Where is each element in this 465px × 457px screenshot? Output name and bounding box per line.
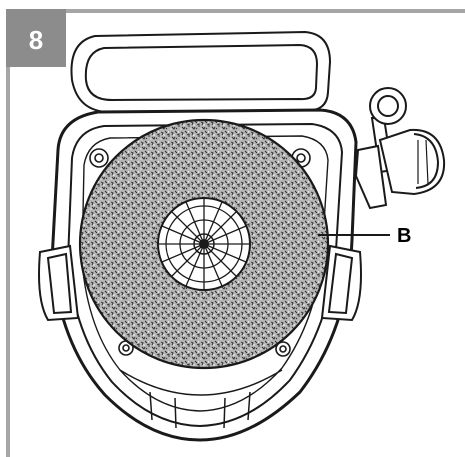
side-crank-handle-icon (354, 87, 446, 210)
side-clip-right-icon (320, 244, 362, 322)
frame-top-border (6, 9, 465, 13)
top-handle-icon (70, 30, 332, 114)
filter-disc-icon (78, 118, 330, 370)
lower-ribs (119, 369, 283, 429)
screw-bosses (89, 148, 311, 357)
side-clip-left-icon (38, 244, 80, 322)
frame-left-border (6, 9, 10, 457)
callout-label-b: B (397, 225, 412, 247)
step-number-badge: 8 (6, 9, 66, 67)
